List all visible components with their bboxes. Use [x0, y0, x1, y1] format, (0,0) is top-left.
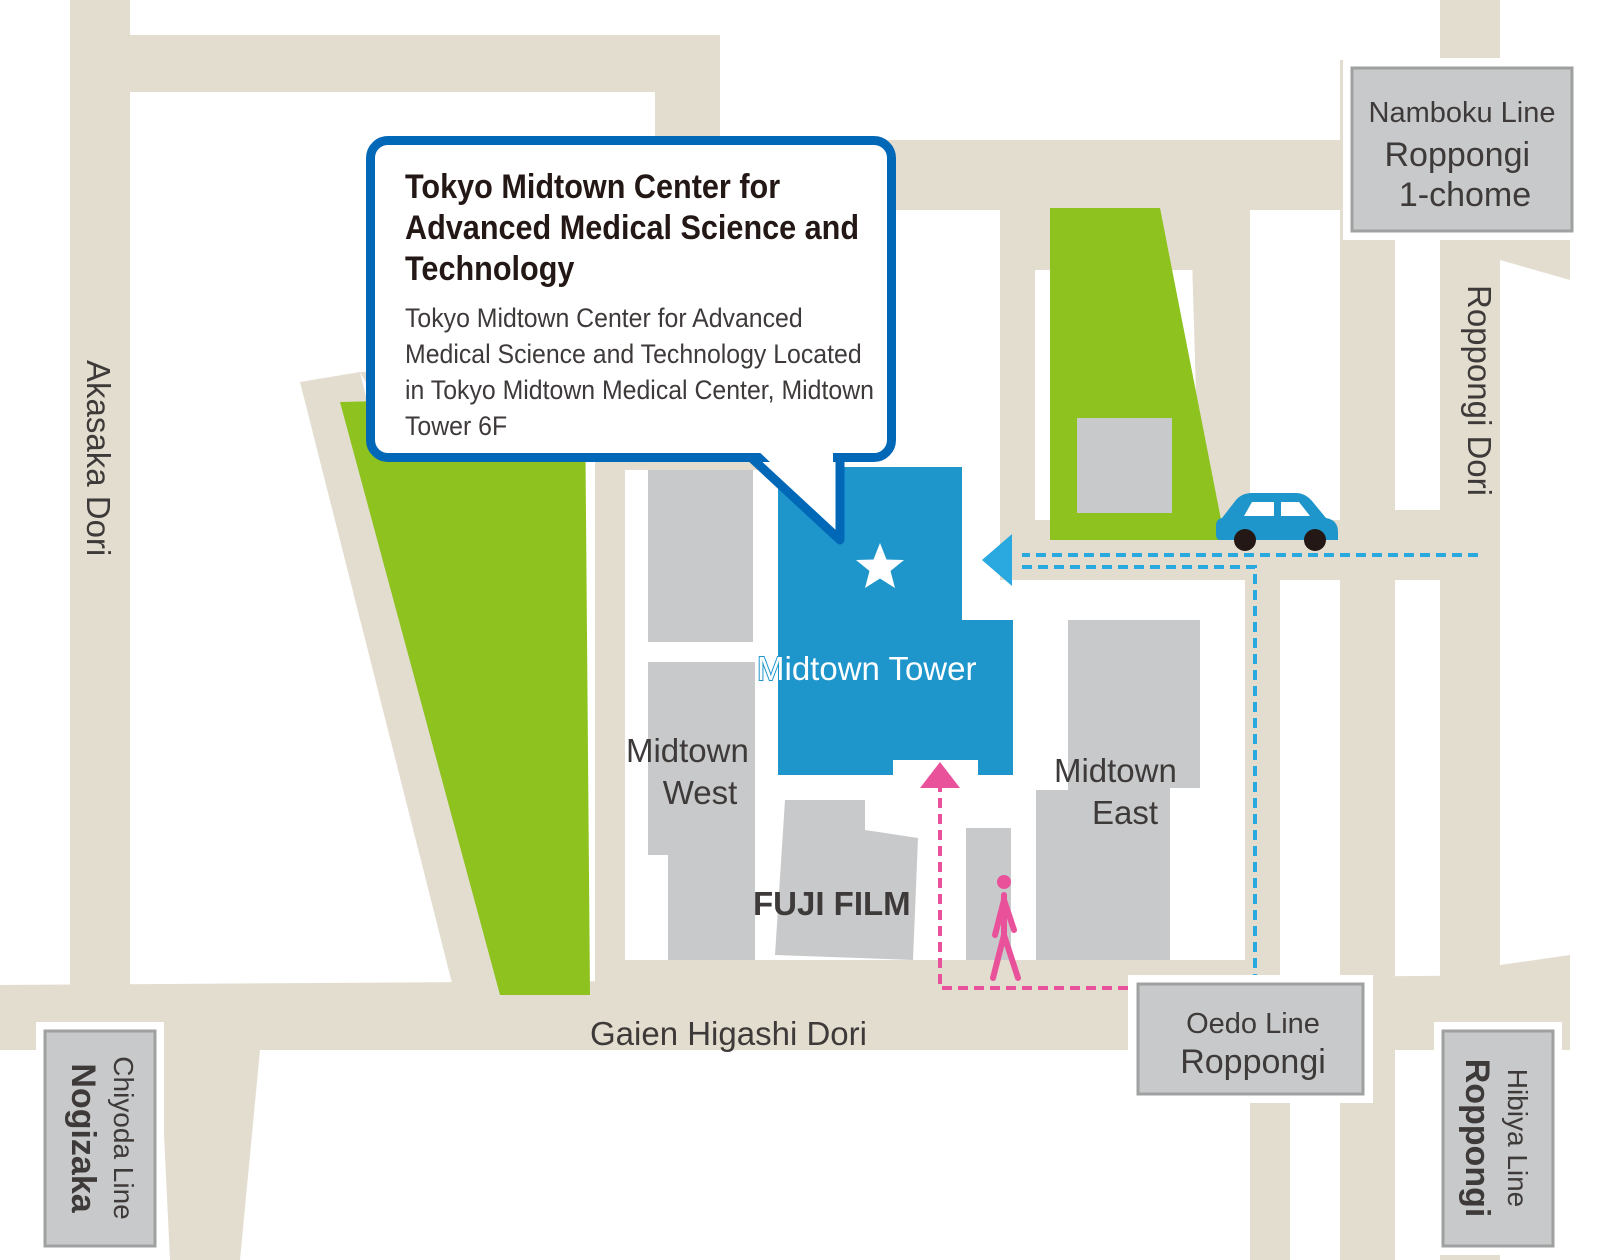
midtown-tower-building [778, 467, 1013, 775]
station-namboku-roppongi-1-chome: Namboku Line Roppongi 1-chome [1343, 58, 1580, 240]
fuji-film-label: FUJI FILM [753, 885, 911, 922]
car-route [1022, 553, 1478, 985]
station-hibiya-roppongi: Hibiya Line Roppongi [1434, 1022, 1562, 1255]
car-route-arrow [982, 534, 1012, 586]
station-name-label: Roppongi 1-chome [1384, 136, 1539, 214]
star-icon [856, 543, 904, 588]
car-icon [1216, 493, 1338, 551]
midtown-west-label-line-1: Midtown [626, 732, 749, 769]
station-name-line-1: Roppongi [1384, 136, 1530, 174]
roppongi-dori-label: Roppongi Dori [1461, 285, 1498, 496]
midtown-east-label: Midtown East [1054, 752, 1186, 831]
station-line-label: Chiyoda Line [108, 1056, 139, 1219]
station-name-label: Roppongi [1458, 1059, 1496, 1218]
midtown-west-label-line-2: West [663, 774, 738, 811]
station-line-label: Namboku Line [1369, 97, 1556, 129]
walk-route [938, 788, 1128, 990]
midtown-tower-label: Midtown Tower [757, 650, 976, 687]
station-line-label: Oedo Line [1186, 1008, 1320, 1040]
callout-title: Tokyo Midtown Center for Advanced Medica… [405, 168, 860, 288]
gaien-higashi-dori-label: Gaien Higashi Dori [590, 1015, 867, 1052]
midtown-east-label-line-2: East [1092, 794, 1158, 831]
station-name-line-2: 1-chome [1399, 176, 1531, 214]
building-blocks [648, 418, 1200, 960]
pedestrian-icon [990, 875, 1021, 981]
walk-route-arrow [920, 762, 960, 788]
station-name-label: Nogizaka [64, 1063, 102, 1213]
akasaka-dori-label: Akasaka Dori [80, 360, 117, 556]
midtown-east-label-line-1: Midtown [1054, 752, 1177, 789]
facility-info-callout: Tokyo Midtown Center for Advanced Medica… [366, 136, 896, 462]
station-name-label: Roppongi [1180, 1043, 1326, 1081]
station-oedo-roppongi: Oedo Line Roppongi [1128, 975, 1373, 1103]
midtown-west-label: Midtown West [626, 732, 758, 811]
station-chiyoda-nogizaka: Chiyoda Line Nogizaka [36, 1022, 164, 1255]
callout-body: Tokyo Midtown Center for Advanced Medica… [405, 303, 874, 441]
station-line-label: Hibiya Line [1502, 1069, 1533, 1208]
